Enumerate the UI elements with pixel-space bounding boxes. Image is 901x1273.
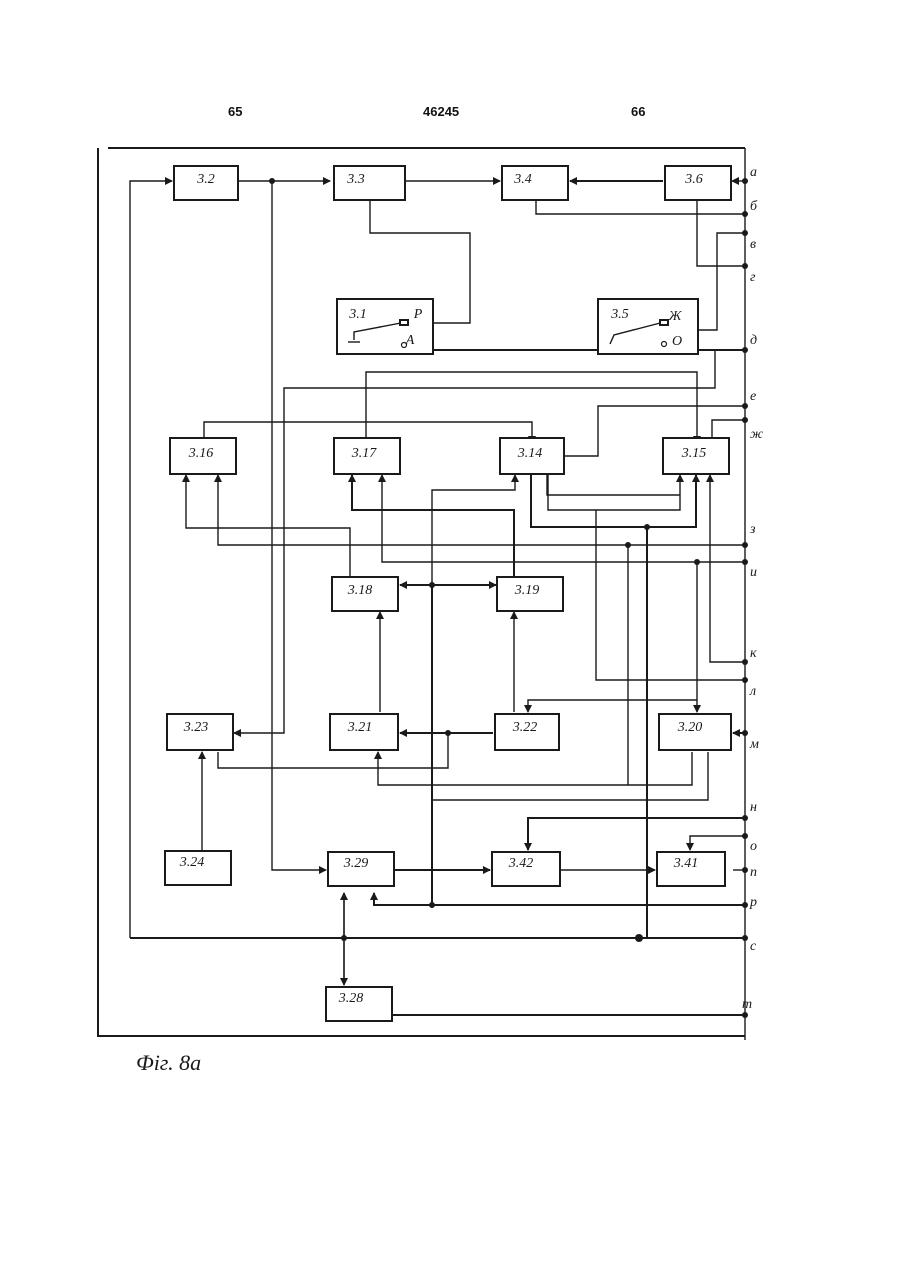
block-3-29-label: 3.29	[343, 856, 369, 871]
terminal-v: в	[750, 237, 756, 252]
terminal-zh: ж	[750, 427, 763, 442]
block-3-15-label: 3.15	[681, 446, 707, 461]
figure-caption: Фіг. 8а	[136, 1050, 201, 1076]
block-3-6: 3.6	[665, 166, 731, 200]
block-3-2: 3.2	[174, 166, 238, 200]
block-3-18: 3.18	[332, 577, 398, 611]
terminal-n: н	[750, 800, 757, 815]
block-3-16: 3.16	[170, 438, 236, 474]
switch-3-5-top-label: Ж	[668, 309, 683, 324]
terminal-k: к	[750, 646, 757, 661]
block-3-14-label: 3.14	[517, 446, 543, 461]
terminal-b: б	[750, 199, 758, 214]
block-3-3: 3.3	[334, 166, 405, 200]
block-3-23-label: 3.23	[183, 720, 209, 735]
block-3-22: 3.22	[495, 714, 559, 750]
block-3-15: 3.15	[663, 438, 729, 474]
block-3-28-label: 3.28	[338, 991, 364, 1006]
block-3-6-label: 3.6	[684, 172, 703, 187]
switch-block-3-5: 3.5 Ж О	[598, 299, 698, 354]
block-3-21-label: 3.21	[347, 720, 373, 735]
terminal-i: и	[750, 565, 757, 580]
terminal-o: о	[750, 839, 757, 854]
block-3-21: 3.21	[330, 714, 398, 750]
block-3-28: 3.28	[326, 987, 392, 1021]
block-3-24: 3.24	[165, 851, 231, 885]
block-3-18-label: 3.18	[347, 583, 373, 598]
block-3-2-label: 3.2	[196, 172, 215, 187]
terminal-z: з	[749, 522, 756, 537]
terminal-t: т	[742, 997, 752, 1012]
block-3-3-label: 3.3	[346, 172, 365, 187]
switch-3-5-bottom-label: О	[672, 334, 682, 349]
terminal-s: с	[750, 939, 757, 954]
block-3-19-label: 3.19	[514, 583, 540, 598]
terminal-p: п	[750, 865, 757, 880]
terminal-r: р	[749, 895, 757, 910]
terminal-l: л	[749, 684, 756, 699]
block-3-41-label: 3.41	[673, 856, 699, 871]
terminal-e: е	[750, 389, 756, 404]
block-3-20-label: 3.20	[677, 720, 703, 735]
block-3-19: 3.19	[497, 577, 563, 611]
switch-3-1-top-label: Р	[413, 307, 423, 322]
terminal-g: г	[750, 270, 756, 285]
block-3-24-label: 3.24	[179, 855, 205, 870]
block-3-41: 3.41	[657, 852, 725, 886]
block-3-17-label: 3.17	[351, 446, 378, 461]
block-3-14: 3.14	[500, 438, 564, 474]
terminal-d: д	[750, 333, 757, 348]
block-3-22-label: 3.22	[512, 720, 538, 735]
block-3-16-label: 3.16	[188, 446, 214, 461]
block-3-4: 3.4	[502, 166, 568, 200]
block-3-29: 3.29	[328, 852, 394, 886]
terminal-a: а	[750, 165, 757, 180]
block-3-4-label: 3.4	[513, 172, 532, 187]
block-3-23: 3.23	[167, 714, 233, 750]
block-3-42-label: 3.42	[508, 856, 534, 871]
block-3-42: 3.42	[492, 852, 560, 886]
block-3-5-label: 3.5	[610, 307, 629, 322]
block-3-17: 3.17	[334, 438, 400, 474]
block-3-1-label: 3.1	[348, 307, 367, 322]
block-3-20: 3.20	[659, 714, 731, 750]
switch-block-3-1: 3.1 Р А	[337, 299, 433, 354]
terminal-m: м	[749, 737, 759, 752]
